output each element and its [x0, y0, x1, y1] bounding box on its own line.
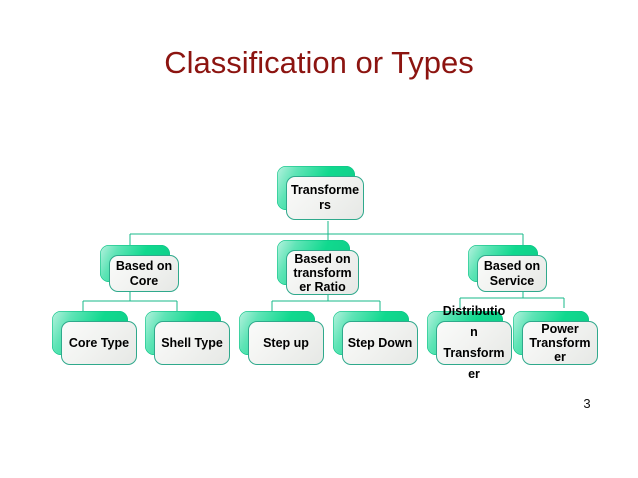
node-based-on-transformer-ratio[interactable]: Based on transformer Ratio — [277, 240, 359, 295]
node-label: Step Down — [347, 335, 413, 350]
node-core-type[interactable]: Core Type — [52, 311, 137, 365]
node-label: Based on Core — [115, 258, 173, 288]
node-label: Transformers — [290, 183, 360, 212]
node-face: Step Down — [342, 321, 418, 365]
node-label: Core Type — [68, 336, 130, 350]
node-face: Based on Service — [477, 255, 547, 292]
node-power-transformer[interactable]: Power Transformer — [513, 311, 598, 365]
node-face: Based on Core — [109, 255, 179, 292]
page-number: 3 — [583, 396, 591, 411]
node-based-on-core[interactable]: Based on Core — [100, 245, 179, 292]
node-label: Distribution Transformer — [442, 304, 506, 381]
node-step-down[interactable]: Step Down — [333, 311, 418, 365]
node-face: Step up — [248, 321, 324, 365]
node-label: Based on Service — [483, 258, 541, 288]
node-distribution-transformer[interactable]: Distribution Transformer — [427, 304, 512, 381]
node-label: Shell Type — [161, 336, 223, 350]
node-face: Shell Type — [154, 321, 230, 365]
node-step-up[interactable]: Step up — [239, 311, 324, 365]
node-label: Based on transformer Ratio — [293, 251, 352, 294]
node-based-on-service[interactable]: Based on Service — [468, 245, 547, 292]
node-face: Core Type — [61, 321, 137, 365]
node-label: Step up — [263, 335, 309, 350]
node-face: Transformers — [286, 176, 364, 220]
node-face: Power Transformer — [522, 321, 598, 365]
node-face: Distribution Transformer — [436, 304, 512, 381]
node-transformers[interactable]: Transformers — [277, 166, 364, 220]
node-shell-type[interactable]: Shell Type — [145, 311, 230, 365]
page-title: Classification or Types — [164, 45, 474, 80]
node-label: Power Transformer — [529, 322, 591, 364]
node-face: Based on transformer Ratio — [286, 250, 359, 295]
